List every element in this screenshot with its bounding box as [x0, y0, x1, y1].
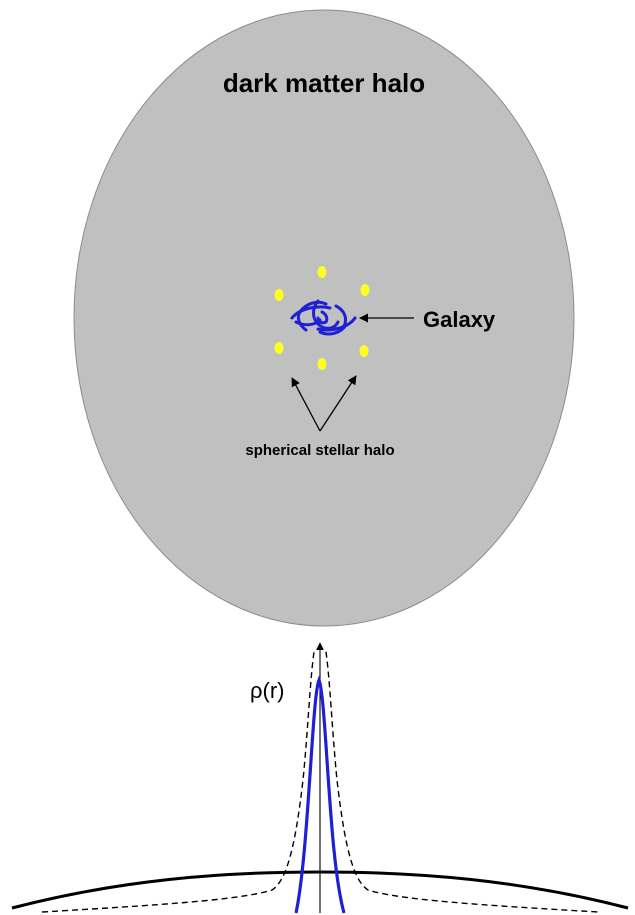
star-dot — [274, 289, 284, 301]
dark-matter-profile-curve — [11, 870, 629, 910]
density-profile-plot: ρ(r) — [11, 642, 629, 914]
dark-matter-halo — [73, 9, 575, 627]
star-dot — [360, 284, 370, 296]
star-dot — [317, 358, 327, 370]
stellar-halo-arrow-left — [291, 377, 321, 432]
star-dot — [274, 342, 284, 354]
star-dot — [317, 266, 327, 278]
stellar-halo-profile-curve — [41, 648, 599, 913]
density-axis-label: ρ(r) — [250, 678, 285, 703]
stellar-halo-label: spherical stellar halo — [245, 442, 394, 459]
star-dot — [359, 345, 369, 357]
stellar-halo-arrow-right — [319, 375, 357, 432]
stellar-halo-stars — [274, 266, 370, 370]
halo-title: dark matter halo — [223, 68, 425, 98]
spiral-galaxy-icon — [290, 299, 357, 336]
galaxy-profile-curve — [294, 675, 346, 914]
galaxy-label: Galaxy — [423, 307, 496, 332]
